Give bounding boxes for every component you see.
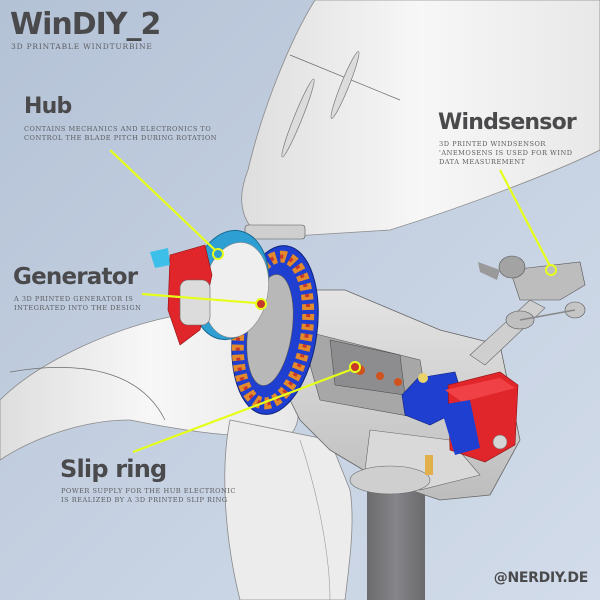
blade-top (241, 0, 600, 240)
callout-title-windsensor: Windsensor (438, 110, 577, 135)
callout-dot-generator (255, 298, 267, 310)
hub (150, 229, 270, 346)
yaw-motor-housing (401, 371, 519, 475)
social-handle: @NERDIY.DE (493, 570, 589, 586)
tower (367, 490, 425, 600)
callout-lines (109, 149, 557, 454)
windsensor-assembly (469, 255, 586, 366)
callout-line-hub (109, 149, 216, 251)
callout-line-windsensor (499, 169, 551, 267)
callout-line-generator (141, 292, 257, 305)
callout-title-hub: Hub (24, 94, 72, 119)
callout-title-generator: Generator (13, 264, 138, 290)
callout-description-slip-ring: POWER SUPPLY FOR THE HUB ELECTRONIC IS R… (61, 487, 236, 504)
poster-subtitle: 3D PRINTABLE WINDTURBINE (11, 42, 153, 51)
callout-description-hub: CONTAINS MECHANICS AND ELECTRONICS TO CO… (24, 125, 218, 142)
callout-description-windsensor: 3D PRINTED WINDSENSOR 'ANEMOSENS IS USED… (439, 140, 573, 166)
callout-description-generator: A 3D PRINTED GENERATOR IS INTEGRATED INT… (14, 295, 142, 312)
callout-line-slip-ring (132, 368, 351, 454)
callout-dot-hub (212, 248, 224, 260)
callout-dot-slip-ring (349, 361, 361, 373)
callout-dot-windsensor (545, 264, 557, 276)
poster-title: WinDIY_2 (10, 7, 161, 42)
blade-bottom (224, 419, 353, 600)
callout-title-slip-ring: Slip ring (60, 455, 167, 483)
